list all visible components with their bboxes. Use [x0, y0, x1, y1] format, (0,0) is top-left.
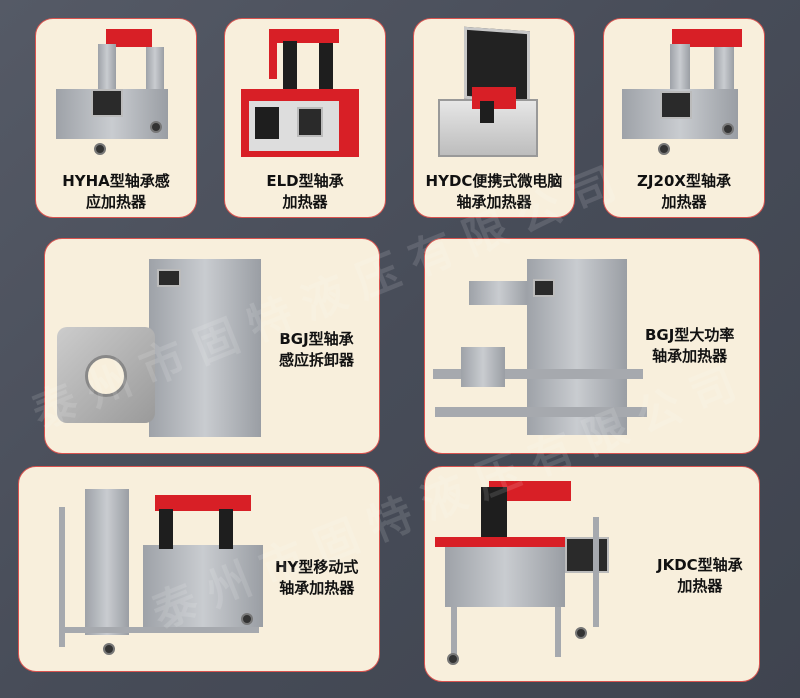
product-label: ZJ20X型轴承 加热器: [604, 171, 764, 213]
product-label: HYDC便携式微电脑 轴承加热器: [414, 171, 574, 213]
label-line: BGJ型大功率: [645, 326, 735, 344]
product-label: ELD型轴承 加热器: [225, 171, 385, 213]
label-line: HY型移动式: [275, 558, 359, 576]
product-label: HY型移动式 轴承加热器: [275, 557, 358, 599]
label-line: 应加热器: [85, 193, 146, 211]
label-line: 轴承加热器: [652, 347, 728, 365]
product-label: BGJ型大功率 轴承加热器: [645, 325, 734, 367]
product-card-jkdc[interactable]: JKDC型轴承 加热器: [424, 466, 760, 682]
label-line: HYDC便携式微电脑: [425, 172, 563, 190]
product-label: JKDC型轴承 加热器: [657, 555, 743, 597]
label-line: BGJ型轴承: [279, 330, 354, 348]
product-card-zj20x[interactable]: ZJ20X型轴承 加热器: [603, 18, 765, 218]
product-card-bgj-highpower[interactable]: BGJ型大功率 轴承加热器: [424, 238, 760, 454]
label-line: 轴承加热器: [279, 579, 355, 597]
label-line: 轴承加热器: [456, 193, 532, 211]
label-line: 加热器: [282, 193, 328, 211]
label-line: 感应拆卸器: [279, 351, 355, 369]
product-label: HYHA型轴承感 应加热器: [36, 171, 196, 213]
product-card-bgj-dismount[interactable]: BGJ型轴承 感应拆卸器: [44, 238, 380, 454]
label-line: 加热器: [661, 193, 707, 211]
label-line: HYHA型轴承感: [62, 172, 170, 190]
product-card-eld[interactable]: ELD型轴承 加热器: [224, 18, 386, 218]
product-card-hy-mobile[interactable]: HY型移动式 轴承加热器: [18, 466, 380, 672]
label-line: 加热器: [677, 577, 723, 595]
product-label: BGJ型轴承 感应拆卸器: [279, 329, 354, 371]
label-line: ELD型轴承: [266, 172, 344, 190]
product-card-hyha[interactable]: HYHA型轴承感 应加热器: [35, 18, 197, 218]
product-card-hydc[interactable]: HYDC便携式微电脑 轴承加热器: [413, 18, 575, 218]
label-line: JKDC型轴承: [657, 556, 743, 574]
label-line: ZJ20X型轴承: [637, 172, 731, 190]
